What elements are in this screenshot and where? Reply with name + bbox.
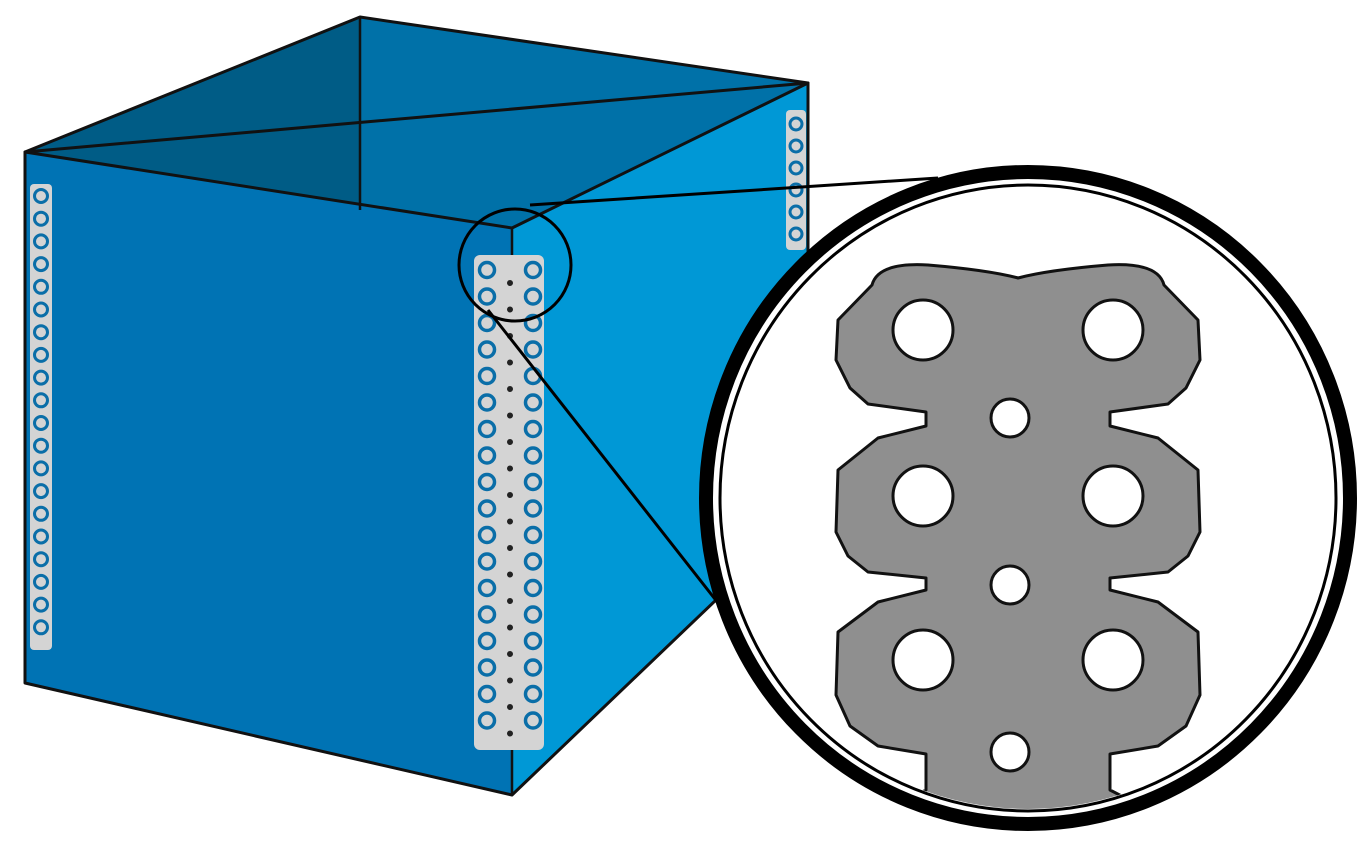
back-right-hinge-holes: [788, 116, 804, 242]
connector-holes: [891, 298, 1145, 773]
corner-hinge-hole-right: [523, 499, 543, 518]
left-hinge-hole: [33, 324, 49, 341]
corner-hinge-pin: [507, 677, 513, 684]
corner-hinge-holes: [477, 260, 543, 737]
corner-hinge-hole-right: [523, 684, 543, 704]
connector-large-hole: [1081, 628, 1145, 692]
corner-hinge-hole-left: [477, 525, 497, 545]
corner-hinge-pin: [507, 518, 513, 525]
left-hinge-hole: [33, 551, 49, 568]
corner-hinge-hole-right: [523, 393, 543, 412]
back-right-hinge-hole: [788, 116, 804, 132]
corner-hinge-pin: [507, 280, 513, 286]
corner-hinge-hole-left: [477, 711, 497, 730]
left-hinge-hole: [33, 483, 49, 500]
corner-hinge-pin: [507, 386, 513, 392]
corner-hinge-hole-right: [523, 605, 543, 624]
corner-hinge-hole-right: [523, 419, 543, 439]
corner-hinge-pin: [507, 598, 513, 604]
corner-hinge-pin: [507, 306, 513, 313]
left-hinge-hole: [33, 505, 49, 522]
corner-hinge-hole-left: [477, 366, 497, 386]
left-hinge-hole: [33, 210, 49, 227]
corner-hinge-hole-left: [477, 499, 497, 518]
connector-small-hole: [989, 564, 1031, 606]
left-hinge-hole: [33, 528, 49, 545]
connector-large-hole: [891, 298, 955, 362]
corner-hinge-hole-left: [477, 472, 497, 492]
corner-hinge-hole-right: [523, 340, 543, 359]
zoom-line-top: [529, 176, 939, 207]
corner-hinge-hole-left: [477, 684, 497, 704]
corner-hinge-pin: [507, 465, 513, 472]
corner-hinge-pin: [507, 704, 513, 710]
corner-hinge-hole-left: [477, 658, 497, 677]
back-right-hinge-hole: [788, 204, 804, 220]
corner-hinge-hole-right: [523, 711, 543, 730]
hinge-connector-icon: [834, 263, 1202, 809]
corner-hinge-hole-left: [477, 419, 497, 439]
corner-hinge-hole-right: [523, 552, 543, 571]
box-outline: [23, 81, 810, 797]
left-hinge-hole: [33, 437, 49, 454]
connector-large-hole: [1081, 464, 1145, 528]
back-right-hinge-hole: [788, 160, 804, 176]
corner-hinge-hole-right: [523, 287, 543, 306]
corner-hinge-hole-left: [477, 552, 497, 571]
corner-hinge-pin: [507, 571, 513, 578]
left-hinge-hole: [33, 188, 49, 204]
left-hinge-hole: [33, 573, 49, 590]
corner-hinge-hole-right: [523, 631, 543, 651]
connector-large-hole: [891, 628, 955, 692]
open-box-icon: [23, 15, 810, 797]
corner-hinge-pin: [507, 359, 513, 366]
corner-hinge-pin: [507, 545, 513, 551]
connector-large-hole: [1081, 298, 1145, 362]
left-hinge-hole: [33, 392, 49, 409]
connector-large-hole: [891, 464, 955, 528]
left-hinge-holes: [33, 188, 49, 636]
corner-hinge-hole-right: [523, 446, 543, 465]
left-hinge-hole: [33, 460, 49, 477]
corner-hinge-hole-right: [523, 260, 543, 280]
corner-hinge-pin: [507, 412, 513, 419]
corner-hinge-hole-left: [477, 313, 497, 333]
corner-hinge-hole-left: [477, 340, 497, 359]
corner-hinge-hole-right: [523, 658, 543, 677]
left-hinge-hole: [33, 256, 49, 273]
corner-hinge-pin: [507, 651, 513, 657]
corner-hinge-hole-left: [477, 287, 497, 306]
left-hinge-hole: [33, 619, 49, 636]
corner-hinge-hole-left: [477, 260, 497, 280]
corner-hinge-hole-left: [477, 393, 497, 412]
corner-hinge-hole-left: [477, 605, 497, 624]
corner-hinge-pin: [507, 492, 513, 498]
corner-hinge-pin: [507, 624, 513, 631]
corner-hinge-hole-left: [477, 446, 497, 465]
zoom-line-bottom: [486, 309, 724, 609]
focus-circle: [457, 207, 573, 323]
left-hinge-hole: [33, 596, 49, 613]
left-hinge-hole: [33, 346, 49, 363]
left-hinge-hole: [33, 301, 49, 318]
back-right-hinge-hole: [788, 226, 804, 242]
magnifier-lens-icon: [457, 165, 1357, 831]
corner-hinge-hole-right: [523, 578, 543, 598]
connector-small-hole: [989, 397, 1031, 439]
corner-hinge-pin: [507, 439, 513, 445]
corner-hinge-hole-right: [523, 525, 543, 545]
back-right-hinge-hole: [788, 138, 804, 154]
left-hinge-hole: [33, 233, 49, 250]
corner-hinge-hole-left: [477, 631, 497, 651]
connector-small-hole: [989, 731, 1031, 773]
corner-hinge-hole-right: [523, 472, 543, 492]
corner-hinge-hole-left: [477, 578, 497, 598]
corner-hinge-pin: [507, 730, 513, 737]
left-hinge-hole: [33, 369, 49, 386]
left-hinge-hole: [33, 278, 49, 295]
left-hinge-hole: [33, 415, 49, 431]
